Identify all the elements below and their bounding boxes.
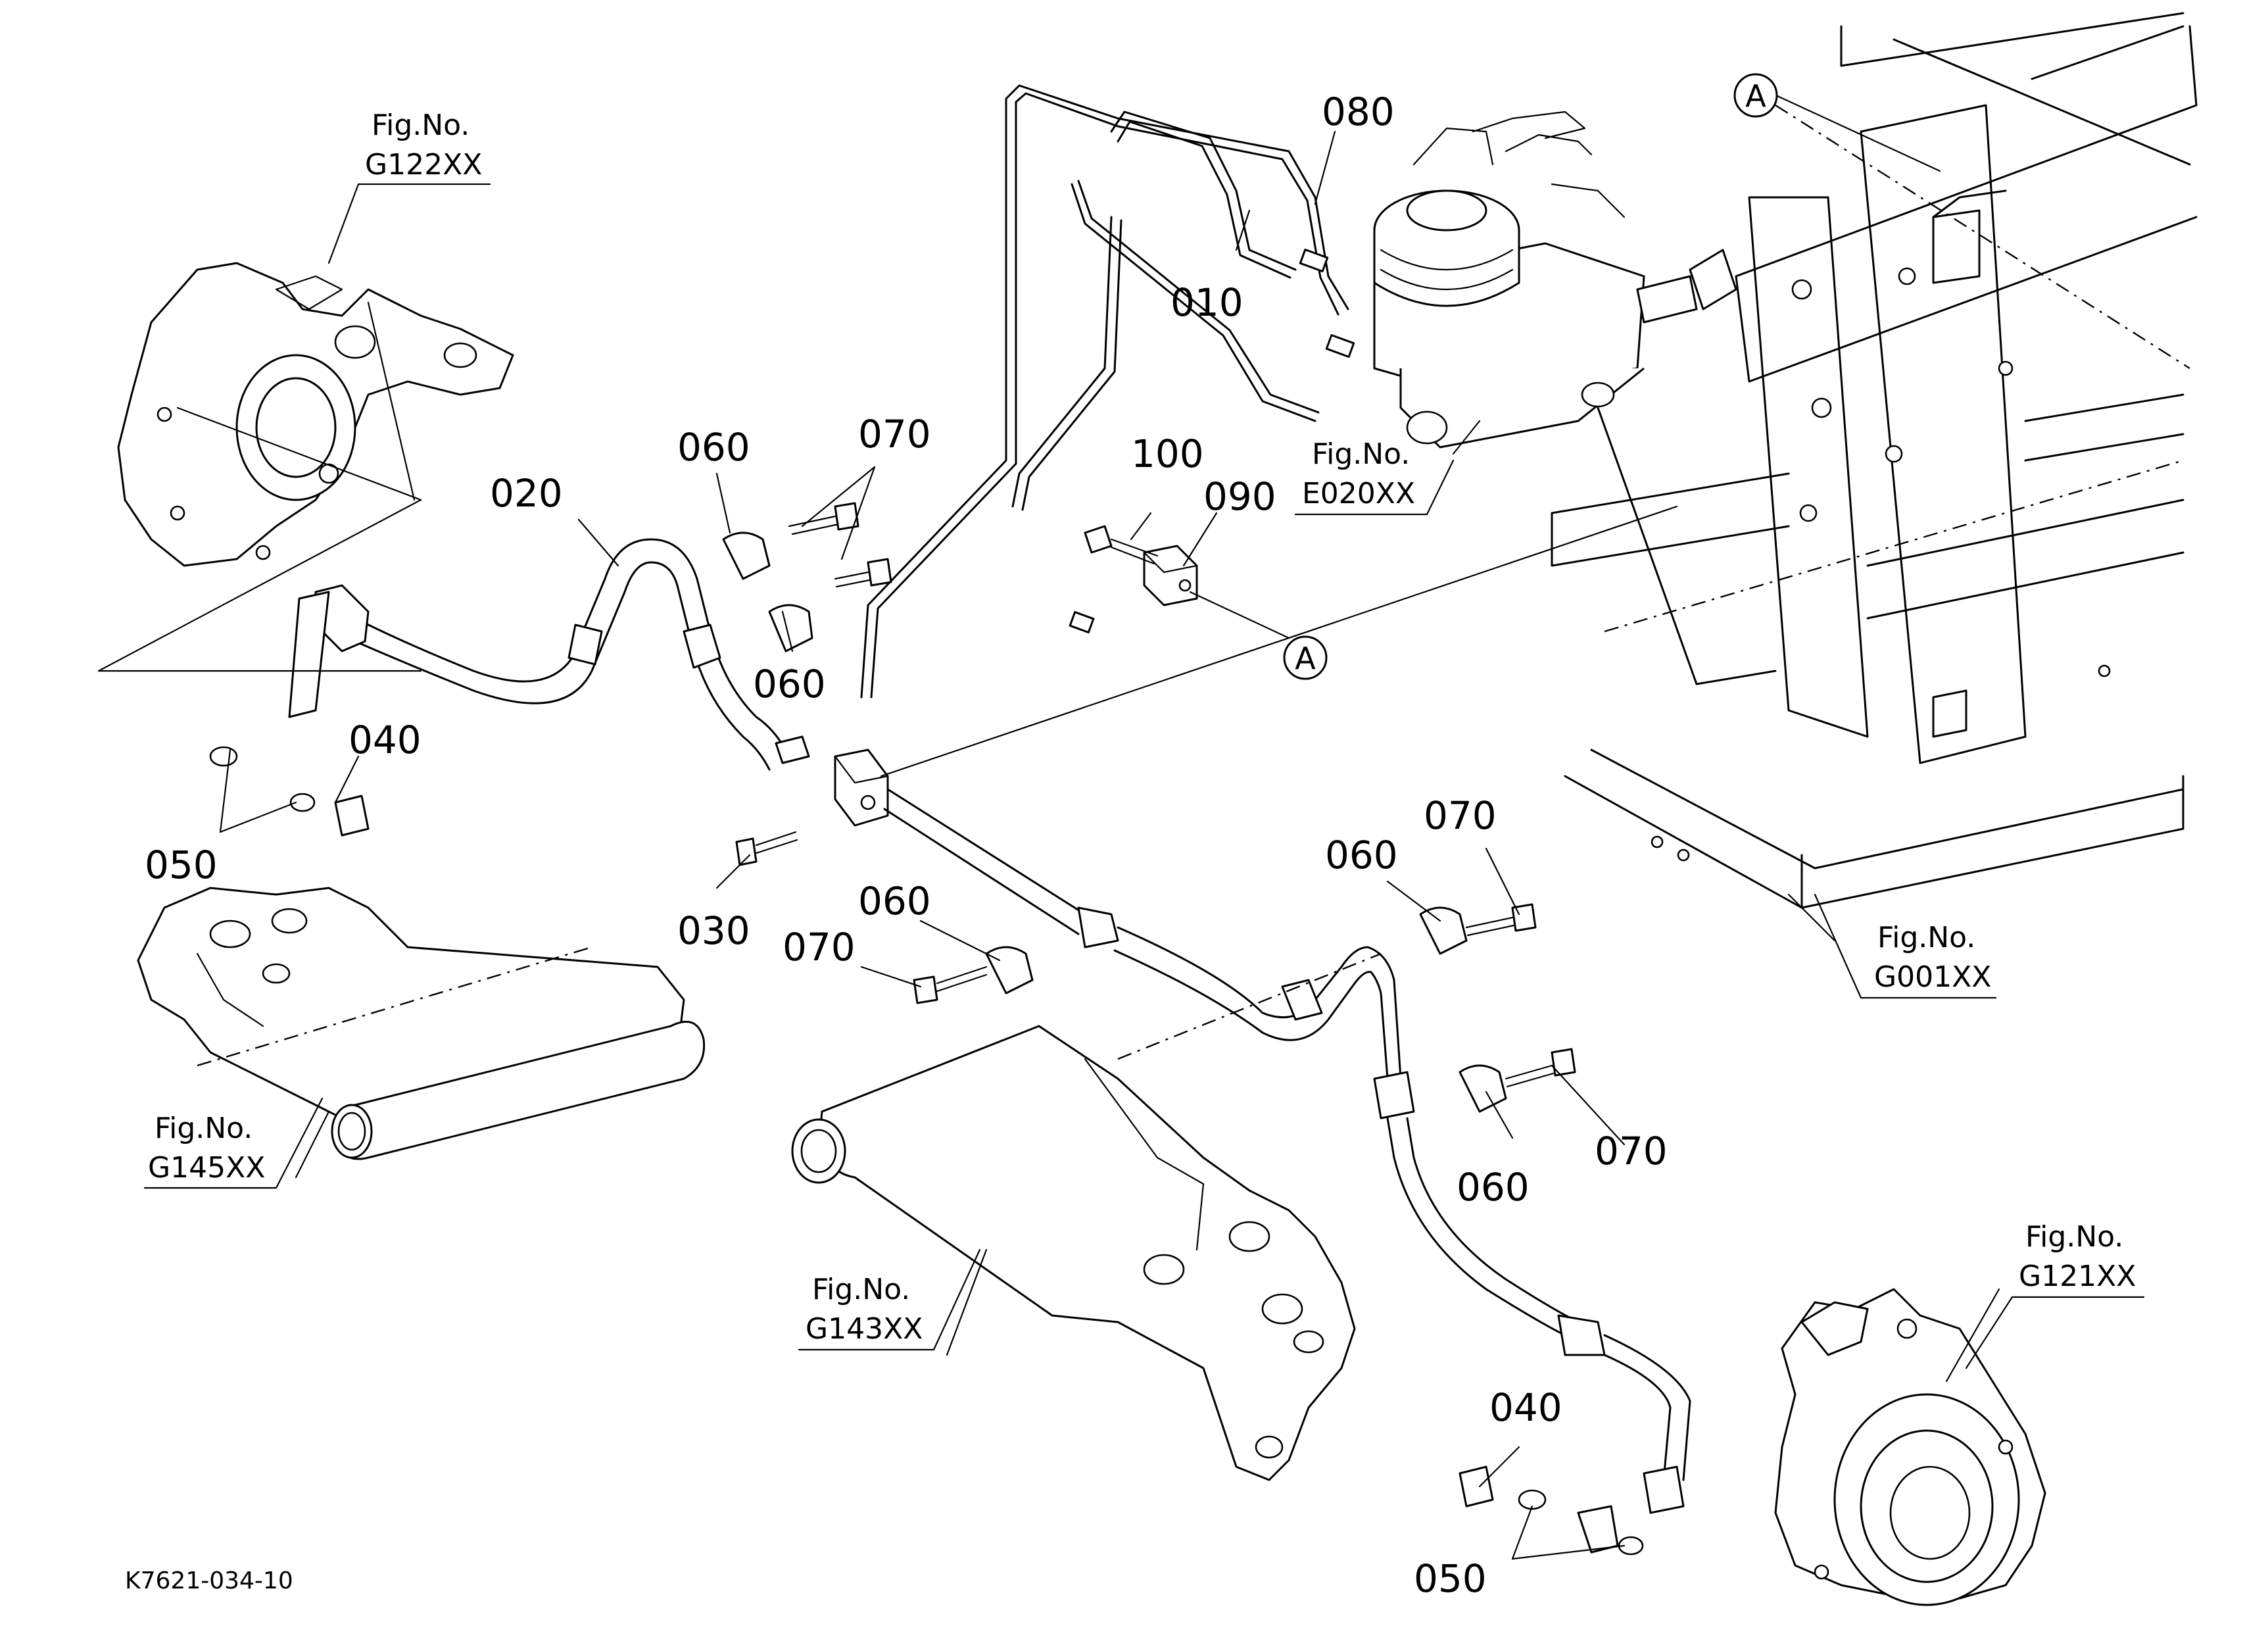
part-label-050: 050 <box>145 843 218 887</box>
left-steering-knuckle <box>117 262 514 567</box>
part-labels: 080 010 100 090 020 060 070 060 040 050 … <box>145 89 1668 1601</box>
drawing-id: K7621-034-10 <box>125 1567 293 1594</box>
fig-ref-e020: Fig.No. E020XX <box>1294 437 1455 516</box>
right-steering-knuckle <box>1774 1288 2046 1606</box>
right-lower-arm <box>791 952 1382 1481</box>
part-label-070: 070 <box>783 925 856 970</box>
fig-ref-g145: Fig.No. G145XX <box>143 1097 324 1189</box>
marker-a-mid: A <box>1283 635 1328 680</box>
part-label-060: 060 <box>1457 1165 1530 1210</box>
brake-pipe-080 <box>860 84 1349 699</box>
brake-master-cylinder <box>1373 111 1737 449</box>
part-label-060: 060 <box>753 662 826 706</box>
fig-label: Fig.No. <box>812 1273 910 1306</box>
marker-a-top: A <box>1733 73 1778 118</box>
fig-ref-g001: Fig.No. G001XX <box>1814 893 1997 999</box>
part-label-050: 050 <box>1414 1556 1487 1601</box>
fig-code: G122XX <box>365 148 482 182</box>
part-label-070: 070 <box>1424 793 1497 838</box>
bracket-090 <box>1143 545 1198 606</box>
fig-label: Fig.No. <box>2025 1220 2123 1254</box>
part-label-020: 020 <box>490 471 563 516</box>
fig-code: G145XX <box>148 1151 265 1185</box>
fig-code: E020XX <box>1302 477 1415 510</box>
fig-label: Fig.No. <box>155 1112 253 1145</box>
part-label-060: 060 <box>1325 833 1398 877</box>
fig-code: G143XX <box>806 1312 923 1346</box>
brake-pipe-010 <box>1011 111 1355 633</box>
part-label-060: 060 <box>858 879 931 923</box>
part-label-040: 040 <box>1489 1385 1562 1430</box>
fig-label: Fig.No. <box>1877 921 1975 954</box>
part-label-040: 040 <box>349 718 422 762</box>
fig-ref-g121: Fig.No. G121XX <box>1965 1220 2145 1369</box>
fig-code: G001XX <box>1874 960 1991 994</box>
fig-label: Fig.No. <box>1312 437 1410 471</box>
part-label-090: 090 <box>1203 474 1276 519</box>
fig-ref-g122: Fig.No. G122XX <box>327 109 491 264</box>
fig-label: Fig.No. <box>372 109 470 142</box>
bolt-100 <box>1084 525 1159 565</box>
brake-hose-020 <box>288 538 810 771</box>
part-label-010: 010 <box>1170 280 1243 325</box>
part-label-030: 030 <box>677 908 750 953</box>
marker-a-label: A <box>1745 78 1766 114</box>
fig-code: G121XX <box>2019 1260 2136 1293</box>
leader-lines <box>97 91 2000 1560</box>
vehicle-frame <box>1551 12 2198 909</box>
part-label-080: 080 <box>1322 89 1395 134</box>
part-label-070: 070 <box>1595 1129 1668 1173</box>
part-label-100: 100 <box>1131 431 1204 476</box>
left-lower-arm <box>137 887 706 1160</box>
clamps-and-bolts <box>209 502 1644 1556</box>
fig-ref-g143: Fig.No. G143XX <box>798 1248 981 1351</box>
part-label-070: 070 <box>858 412 931 456</box>
marker-a-label: A <box>1295 641 1316 676</box>
part-label-060: 060 <box>677 425 750 470</box>
